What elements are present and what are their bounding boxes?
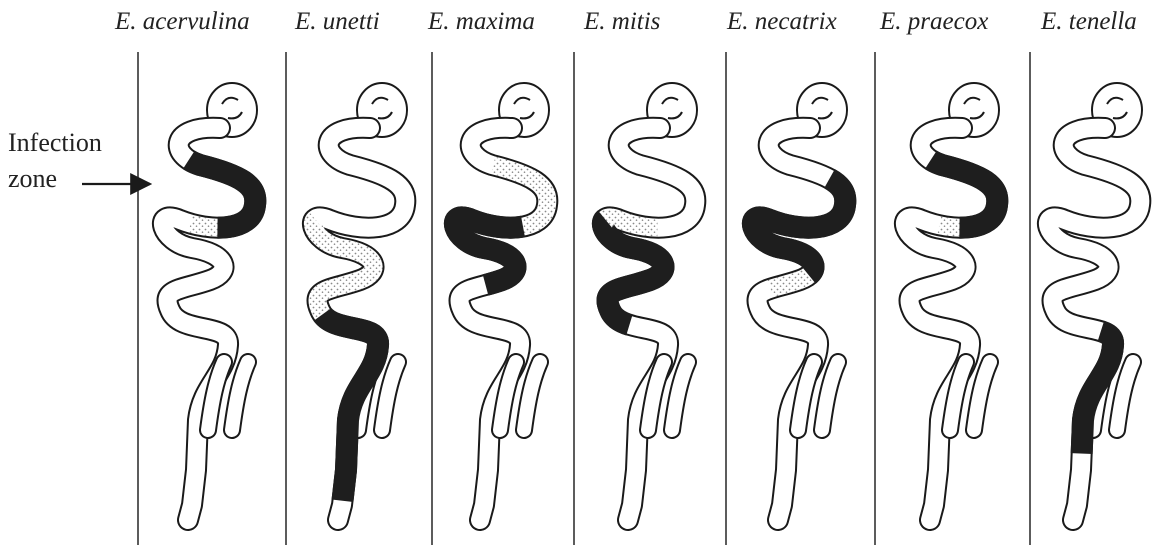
species-label-5: E. praecox bbox=[880, 8, 988, 36]
infection-zone-label-line1: Infection bbox=[8, 128, 102, 158]
panel-4 bbox=[726, 52, 847, 545]
intestine-tract bbox=[163, 83, 257, 520]
panel-2 bbox=[432, 52, 549, 545]
panel-0 bbox=[138, 52, 257, 545]
intestine-tract bbox=[313, 83, 407, 520]
panel-1 bbox=[286, 52, 407, 545]
intestine-tract bbox=[1048, 83, 1142, 520]
intestine-lumen bbox=[1048, 128, 1140, 520]
intestine-tract bbox=[905, 83, 999, 520]
species-label-2: E. maxima bbox=[428, 8, 535, 36]
species-label-3: E. mitis bbox=[584, 8, 660, 36]
intestine-tract bbox=[455, 83, 549, 520]
panel-6 bbox=[1030, 52, 1142, 545]
panel-5 bbox=[875, 52, 999, 545]
species-label-4: E. necatrix bbox=[727, 8, 837, 36]
species-label-1: E. unetti bbox=[295, 8, 380, 36]
species-label-0: E. acervulina bbox=[115, 8, 250, 36]
species-label-6: E. tenella bbox=[1041, 8, 1137, 36]
intestine-tract bbox=[753, 83, 847, 520]
panel-3 bbox=[574, 52, 697, 545]
infection-zone-label-line2: zone bbox=[8, 164, 57, 194]
intestine-tract bbox=[603, 83, 697, 520]
